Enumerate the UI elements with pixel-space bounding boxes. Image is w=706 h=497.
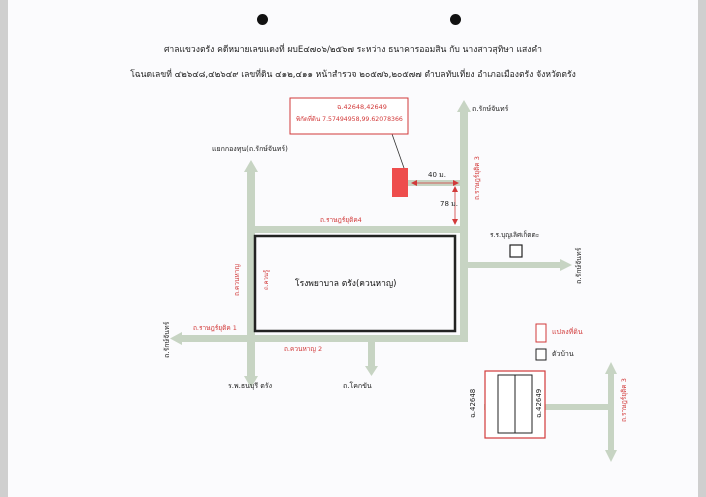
road-top-horizontal (247, 226, 468, 233)
legend-house-swatch (535, 348, 547, 361)
road-label-ratsada1: ถ.ราษฎร์ยุติค 1 (193, 324, 237, 332)
parcel-coordinates: พิกัดที่ดิน 7.57494958,99.62078366 (296, 116, 403, 123)
legend-land-label: แปลงที่ดิน (552, 328, 583, 336)
road-arrow (170, 332, 182, 345)
parcel-deed-numbers: ฉ.42648,42649 (337, 103, 387, 111)
inset-road-label: ถ.ราษฎร์ยุติค 3 (620, 378, 628, 422)
legend-house-label: ตัวบ้าน (552, 350, 574, 358)
map-sheet (8, 0, 698, 497)
callout-line (391, 133, 405, 169)
road-label-hospital-bottom: ร.พ.ธนบุรี ตรัง (228, 382, 273, 390)
punch-hole (450, 14, 461, 25)
school-label: ร.ร.บุญเลิศเก็ตตะ (490, 231, 540, 239)
road-arrow (365, 366, 378, 376)
road-right-vertical (460, 110, 468, 338)
road-label-ratsada4: ถ.ราษฎร์ยุติค4 (320, 216, 362, 224)
road-arrow (244, 160, 258, 172)
distance-label-40m: 40 ม. (428, 171, 446, 179)
hospital-block (253, 234, 457, 333)
road-kokkhan (368, 338, 375, 368)
parcel-marker (392, 168, 408, 197)
distance-label-78m: 78 ม. (440, 200, 458, 208)
legend-land-swatch (535, 323, 547, 343)
inset-deed-right: ฉ.42649 (535, 388, 543, 418)
parcel-callout-box (289, 97, 409, 135)
road-left-vertical (247, 170, 255, 380)
road-label-rakchan-left: ถ.รักษ์จันทร์ (163, 321, 171, 358)
road-label-junction: แยกกองทุน(ถ.รักษ์จันทร์) (212, 145, 288, 153)
hospital-name: โรงพยาบาล ตรัง(ควนหาญ) (295, 279, 397, 289)
school-house-marker (509, 244, 523, 258)
road-bottom-horizontal (180, 335, 468, 342)
road-label-ratsada3: ถ.ราษฎร์ยุติค 3 (473, 156, 481, 200)
road-label-kokkhan: ถ.โคกขัน (343, 382, 372, 390)
road-label-right-far: ถ.รักษ์จันทร์ (575, 247, 583, 284)
road-arrow (457, 100, 471, 112)
inset-deed-left: ฉ.42648 (469, 388, 477, 418)
road-right-spur (464, 262, 562, 268)
road-arrow (244, 376, 258, 388)
header-line-1: ศาลแขวงตรัง คดีหมายเลขแดงที่ ผบE๔๗๐๖/๒๕๖… (163, 45, 543, 55)
road-arrow (605, 362, 617, 374)
road-label-ratsada2: ถ.ควนหาญ 2 (284, 345, 323, 353)
road-label-left-vertical: ถ.ควนหาญ (233, 264, 241, 296)
road-arrow (605, 450, 617, 462)
road-arrow (560, 259, 572, 271)
inset-road-v (608, 372, 614, 452)
inset-road-h (484, 404, 609, 410)
road-label-sidewalk: ถ.ควนรู้ (263, 269, 270, 290)
road-label-rakchan-top: ถ.รักษ์จันทร์ (472, 105, 509, 113)
header-line-2: โฉนดเลขที่ ๔๒๖๔๘,๔๒๖๔๙ เลขที่ดิน ๔๑๒,๔๑๑… (130, 70, 576, 80)
punch-hole (257, 14, 268, 25)
